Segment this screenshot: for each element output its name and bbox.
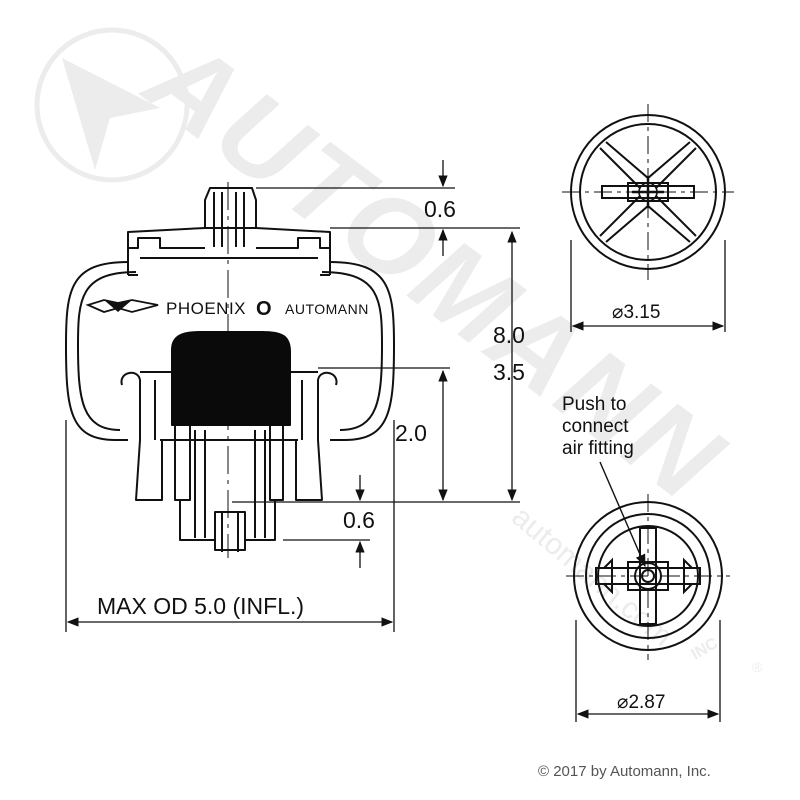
top-plan-dimension xyxy=(570,240,726,332)
annotation-line-1: Push to xyxy=(562,394,626,415)
top-plate xyxy=(127,227,331,276)
phoenix-logo-wing-icon xyxy=(104,300,132,312)
brand-center: O xyxy=(256,298,272,320)
copyright: © 2017 by Automann, Inc. xyxy=(538,763,711,780)
annotation-line-2: connect xyxy=(562,416,629,437)
bottom-plan-dimension xyxy=(575,620,721,722)
annotation-leader xyxy=(599,461,646,568)
top-fitting xyxy=(204,187,257,247)
watermark-logo xyxy=(34,27,190,183)
bellow-branding: PHOENIX O AUTOMANN xyxy=(85,298,369,320)
dim-bottom-fitting-label: 0.6 xyxy=(343,507,375,533)
top-plan-view xyxy=(562,104,734,280)
dim-stroke-label: 2.0 xyxy=(395,420,427,446)
air-spring-side-view xyxy=(65,182,395,558)
air-fitting-annotation: Push to connect air fitting xyxy=(562,394,646,568)
watermark-suffix: INC xyxy=(689,635,722,664)
top-plate-diameter-label: ⌀3.15 xyxy=(612,302,660,323)
dim-compressed-height-label: 3.5 xyxy=(493,359,525,385)
brand-automann: AUTOMANN xyxy=(285,301,369,317)
watermark-registered: ® xyxy=(752,659,763,675)
bottom-plate-diameter-label: ⌀2.87 xyxy=(617,692,665,713)
brand-phoenix: PHOENIX xyxy=(166,299,246,318)
bumper xyxy=(171,331,291,426)
bellow xyxy=(65,261,395,441)
dim-max-od-label: MAX OD 5.0 (INFL.) xyxy=(97,593,304,619)
bottom-plan-view xyxy=(566,494,730,660)
watermark-website: automann.com xyxy=(506,500,679,653)
annotation-line-3: air fitting xyxy=(562,438,634,459)
dim-overall-height-label: 8.0 xyxy=(493,322,525,348)
dim-top-fitting-label: 0.6 xyxy=(424,196,456,222)
dimension-lines xyxy=(65,160,520,632)
